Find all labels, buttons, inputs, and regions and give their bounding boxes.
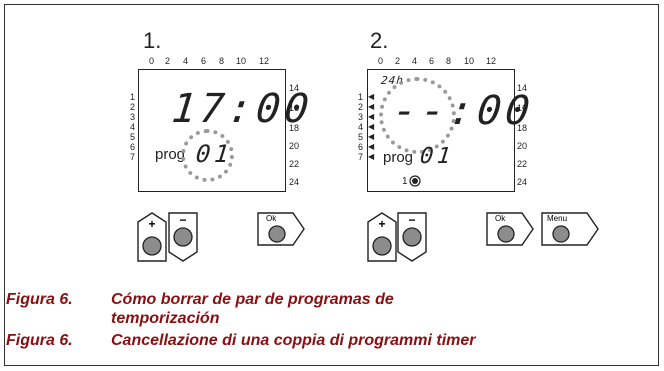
minus-button-1[interactable] xyxy=(168,212,198,262)
plus-button-2[interactable] xyxy=(367,212,397,262)
caption-1: Figura 6. Cómo borrar de par de programas… xyxy=(6,291,394,309)
indicator-number: 1 xyxy=(402,176,408,187)
ok-button-1-label: Ok xyxy=(266,214,277,223)
scale-left-5: 5 xyxy=(130,132,136,142)
scale-top-4: 4 xyxy=(183,56,189,66)
day-marker-1-icon: ◀ xyxy=(368,92,375,101)
scale-top-0: 0 xyxy=(149,56,155,66)
scale-right-18: 18 xyxy=(289,123,300,133)
scale-left-3-b: 3 xyxy=(358,112,364,122)
scale-right-24: 24 xyxy=(289,177,300,187)
prog-label-2: prog xyxy=(383,149,414,166)
scale-left-1-b: 1 xyxy=(358,92,364,102)
scale-top-12: 12 xyxy=(259,56,270,66)
caption-1-text-line2: temporización xyxy=(111,310,220,327)
step-1-label: 1. xyxy=(143,28,162,53)
day-marker-3-icon: ◀ xyxy=(368,112,375,121)
scale-top-10-b: 10 xyxy=(464,56,475,66)
scale-right-14-b: 14 xyxy=(517,83,528,93)
scale-right-24-b: 24 xyxy=(517,177,528,187)
caption-2-text: Cancellazione di una coppia di programmi… xyxy=(111,332,476,349)
scale-top-2: 2 xyxy=(165,56,171,66)
day-marker-6-icon: ◀ xyxy=(368,142,375,151)
ok-button-2[interactable] xyxy=(486,212,534,246)
scale-right-16-b: 16 xyxy=(517,103,528,113)
day-marker-7-icon: ◀ xyxy=(368,152,375,161)
scale-top-6: 6 xyxy=(201,56,207,66)
menu-button-label: Menu xyxy=(547,214,568,223)
scale-left-6-b: 6 xyxy=(358,142,364,152)
scale-left-4: 4 xyxy=(130,122,136,132)
day-marker-5-icon: ◀ xyxy=(368,132,375,141)
scale-left-2: 2 xyxy=(130,102,136,112)
highlight-circle-2 xyxy=(379,77,456,154)
step-2-label: 2. xyxy=(370,28,389,53)
scale-top-4-b: 4 xyxy=(412,56,418,66)
prog-label-1: prog xyxy=(155,146,186,163)
caption-1-text: Cómo borrar de par de programas de xyxy=(111,291,394,308)
scale-right-22: 22 xyxy=(289,159,300,169)
scale-top-0-b: 0 xyxy=(378,56,384,66)
plus-button-2-label: + xyxy=(378,217,386,231)
scale-top-12-b: 12 xyxy=(486,56,497,66)
menu-button[interactable] xyxy=(541,212,599,246)
minus-button-2[interactable] xyxy=(397,212,427,262)
highlight-circle-1 xyxy=(181,129,234,182)
indicator-dot-icon xyxy=(409,175,421,187)
day-marker-4-icon: ◀ xyxy=(368,122,375,131)
scale-left-6: 6 xyxy=(130,142,136,152)
caption-2: Figura 6. Cancellazione di una coppia di … xyxy=(6,332,476,350)
caption-1-label: Figura 6. xyxy=(6,291,73,308)
caption-2-label: Figura 6. xyxy=(6,332,73,349)
ok-button-1[interactable] xyxy=(257,212,305,246)
minus-button-2-label: − xyxy=(408,213,416,227)
scale-top-8: 8 xyxy=(219,56,225,66)
scale-top-6-b: 6 xyxy=(429,56,435,66)
scale-left-1: 1 xyxy=(130,92,136,102)
figure-frame xyxy=(4,4,659,366)
scale-top-10: 10 xyxy=(236,56,247,66)
scale-top-8-b: 8 xyxy=(446,56,452,66)
plus-button-1[interactable] xyxy=(137,212,167,262)
scale-left-7: 7 xyxy=(130,152,136,162)
scale-left-2-b: 2 xyxy=(358,102,364,112)
scale-right-14: 14 xyxy=(289,83,300,93)
scale-left-4-b: 4 xyxy=(358,122,364,132)
scale-right-20-b: 20 xyxy=(517,141,528,151)
scale-right-18-b: 18 xyxy=(517,123,528,133)
time-readout-1: 17:00 xyxy=(169,86,315,132)
day-marker-2-icon: ◀ xyxy=(368,102,375,111)
plus-button-1-label: + xyxy=(148,217,156,231)
scale-top-2-b: 2 xyxy=(395,56,401,66)
scale-right-16: 16 xyxy=(289,103,300,113)
scale-right-20: 20 xyxy=(289,141,300,151)
scale-left-7-b: 7 xyxy=(358,152,364,162)
scale-left-5-b: 5 xyxy=(358,132,364,142)
ok-button-2-label: Ok xyxy=(495,214,506,223)
minus-button-1-label: − xyxy=(179,213,187,227)
scale-left-3: 3 xyxy=(130,112,136,122)
scale-right-22-b: 22 xyxy=(517,159,528,169)
prog-value-2: 01 xyxy=(418,144,456,169)
